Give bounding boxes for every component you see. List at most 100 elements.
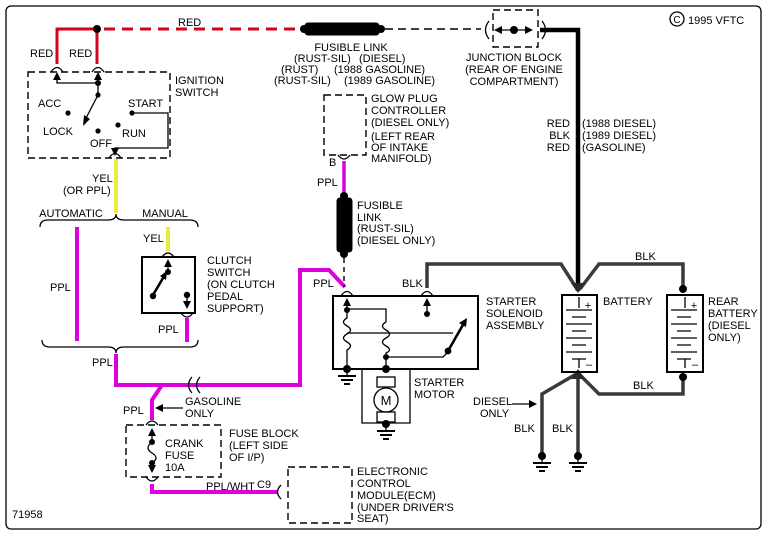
label-gasoline-only: ONLY: [185, 408, 215, 420]
clutch-switch: CLUTCH SWITCH (ON CLUTCH PEDAL SUPPORT) …: [141, 252, 275, 342]
label-blk-bottom: BLK: [633, 380, 654, 392]
label-rear-battery-4: ONLY): [708, 332, 741, 344]
label-junction-2: (REAR OF ENGINE: [465, 64, 563, 76]
label-junction-3: COMPARTMENT): [470, 76, 559, 88]
label-red-left: RED: [30, 48, 53, 60]
ground-symbol: [377, 424, 395, 440]
label-fl-r2a: (RUST): [281, 64, 318, 76]
label-fuse-block-1: FUSE BLOCK: [229, 428, 299, 440]
label-motor-2: MOTOR: [414, 389, 455, 401]
fusible-link-diesel: FUSIBLE LINK (RUST-SIL) (DIESEL ONLY): [336, 192, 435, 287]
label-pplwht: PPL/WHT: [206, 481, 255, 493]
label-10a: 10A: [165, 462, 185, 474]
label-blk-gnd-left: BLK: [514, 423, 535, 435]
ecm: PPL/WHT C9 ELECTRONIC CONTROL MODULE(ECM…: [150, 466, 454, 525]
label-glow-1: GLOW PLUG: [371, 93, 438, 105]
label-ign-start: START: [128, 98, 163, 110]
label-clutch-1: CLUTCH: [207, 255, 252, 267]
label-glow-6: MANIFOLD): [371, 153, 432, 165]
label-red-feed: RED: [178, 17, 201, 29]
fusible-link-top: FUSIBLE LINK (RUST-SIL) (DIESEL) (RUST) …: [274, 22, 481, 87]
glow-plug-controller: B PPL GLOW PLUG CONTROLLER (DIESEL ONLY)…: [317, 93, 449, 194]
fuse-block: CRANK FUSE 10A FUSE BLOCK (LEFT SIDE OF …: [125, 420, 299, 482]
label-rear-battery-2: BATTERY: [708, 308, 758, 320]
label-feed-c2: BLK: [549, 130, 570, 142]
label-fld-2: LINK: [357, 212, 382, 224]
label-junction-1: JUNCTION BLOCK: [466, 52, 563, 64]
transmission-branch: YEL (OR PPL) AUTOMATIC MANUAL PPL YEL PP…: [39, 159, 199, 369]
red-feed-wire: RED RED RED: [30, 17, 303, 64]
battery-plus: +: [585, 300, 591, 312]
battery-blk-wires: BLK BLK DIESEL ONLY BLK BLK: [425, 251, 687, 472]
label-rear-battery-3: (DIESEL: [708, 320, 751, 332]
label-ppl-clutch-out: PPL: [158, 324, 179, 336]
diagram-number: 71958: [12, 509, 43, 521]
label-ignition-2: SWITCH: [175, 87, 218, 99]
ignition-switch: ACC START LOCK RUN OFF IGNITION SWITCH: [27, 66, 224, 159]
label-solenoid-3: ASSEMBLY: [486, 320, 545, 332]
label-battery: BATTERY: [603, 296, 653, 308]
label-fld-1: FUSIBLE: [357, 200, 403, 212]
label-blk-solenoid: BLK: [402, 278, 423, 290]
junction-block: JUNCTION BLOCK (REAR OF ENGINE COMPARTME…: [465, 9, 563, 88]
label-ppl-solenoid: PPL: [313, 278, 334, 290]
label-fld-3: (RUST-SIL): [357, 223, 414, 235]
label-clutch-4: PEDAL: [207, 291, 243, 303]
label-gasoline: GASOLINE: [185, 396, 241, 408]
label-fusible-link-title: FUSIBLE LINK: [314, 42, 388, 54]
rear-battery-plus: +: [691, 300, 697, 312]
label-ecm-5: SEAT): [357, 513, 389, 525]
ground-symbol: [533, 452, 551, 472]
label-blk-top: BLK: [635, 251, 656, 263]
label-ign-off: OFF: [90, 138, 112, 150]
label-terminal-b: B: [329, 157, 336, 169]
label-ecm-3: MODULE(ECM): [357, 490, 436, 502]
label-ecm-2: CONTROL: [357, 478, 411, 490]
label-solenoid-2: SOLENOID: [486, 308, 543, 320]
label-diesel: DIESEL: [473, 396, 512, 408]
label-ign-run: RUN: [122, 128, 146, 140]
label-yel-out: YEL: [92, 173, 113, 185]
label-ecm-4: (UNDER DRIVER'S: [357, 502, 454, 514]
label-or-ppl: (OR PPL): [63, 185, 111, 197]
starter-motor: M STARTER MOTOR: [361, 369, 464, 440]
copyright-text: 1995 VFTC: [688, 15, 744, 27]
label-fl-r2b: (1988 GASOLINE): [334, 64, 425, 76]
label-ppl-glow: PPL: [317, 177, 338, 189]
label-glow-5: OF INTAKE: [371, 142, 428, 154]
copyright: C 1995 VFTC: [669, 11, 744, 27]
label-glow-3: (DIESEL ONLY): [371, 117, 449, 129]
label-fl-r3b: (1989 GASOLINE): [344, 75, 435, 87]
label-red-right: RED: [69, 48, 92, 60]
label-fl-r1a: (RUST-SIL): [294, 53, 351, 65]
diagram-border: [5, 5, 762, 530]
label-ppl-auto: PPL: [50, 282, 71, 294]
label-motor-m: M: [381, 393, 392, 408]
label-ign-lock: LOCK: [43, 126, 74, 138]
label-feed-c1: RED: [547, 118, 570, 130]
label-rear-battery-1: REAR: [708, 296, 739, 308]
battery-minus: –: [586, 359, 593, 371]
label-fuse-block-2: (LEFT SIDE: [229, 440, 288, 452]
label-glow-4: (LEFT REAR: [371, 131, 435, 143]
label-feed-c3: RED: [547, 142, 570, 154]
label-fl-r3a: (RUST-SIL): [274, 75, 331, 87]
label-motor-1: STARTER: [414, 377, 464, 389]
label-fuse: FUSE: [165, 450, 194, 462]
label-manual: MANUAL: [142, 208, 188, 220]
label-glow-2: CONTROLLER: [371, 105, 446, 117]
label-feed-n3: (GASOLINE): [582, 142, 646, 154]
copyright-symbol: C: [673, 15, 680, 26]
label-feed-n1: (1988 DIESEL): [582, 118, 656, 130]
label-fuse-block-3: OF I/P): [229, 452, 264, 464]
label-feed-n2: (1989 DIESEL): [582, 130, 656, 142]
starter-solenoid: PPL BLK STARTER SOLENOID ASSEMBLY: [313, 278, 545, 385]
copyright-icon: [669, 11, 685, 27]
label-ecm-1: ELECTRONIC: [357, 466, 428, 478]
label-c9: C9: [257, 479, 271, 491]
label-ppl-joined: PPL: [92, 357, 113, 369]
battery-feed-wire: RED BLK RED (1988 DIESEL) (1989 DIESEL) …: [540, 27, 656, 291]
ppl-trunk-wire: PPL GASOLINE ONLY: [114, 268, 347, 420]
label-clutch-2: SWITCH: [207, 267, 250, 279]
